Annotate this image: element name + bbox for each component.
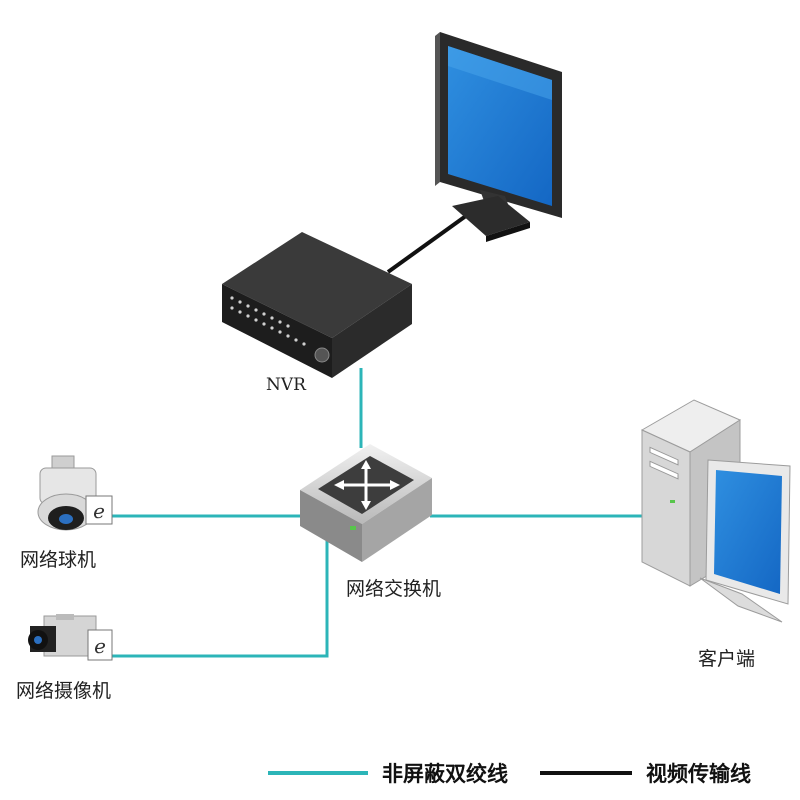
network-switch-icon — [300, 444, 432, 562]
dome-camera-label: 网络球机 — [20, 549, 97, 571]
legend-utp-label: 非屏蔽双绞线 — [382, 762, 508, 786]
video-cable-nvr-monitor — [386, 211, 472, 274]
utp-cable-box-camera-switch — [112, 540, 329, 658]
nvr-label: NVR — [266, 375, 306, 395]
monitor-icon — [435, 32, 562, 242]
legend-video: 视频传输线 — [540, 757, 751, 789]
box-camera-label: 网络摄像机 — [16, 680, 112, 702]
switch-label: 网络交换机 — [346, 578, 442, 600]
nvr-icon — [222, 232, 412, 378]
ie-logo-icon: e — [94, 634, 106, 658]
desktop-computer-icon — [640, 399, 791, 623]
connection-lines — [112, 211, 642, 658]
legend-utp: 非屏蔽双绞线 — [268, 757, 508, 789]
ie-logo-icon: e — [93, 499, 105, 523]
legend-utp-swatch — [268, 771, 368, 775]
box-camera-icon: e — [28, 614, 113, 661]
client-label: 客户端 — [698, 648, 756, 670]
legend-video-label: 视频传输线 — [646, 762, 751, 786]
legend-video-swatch — [540, 771, 632, 775]
dome-camera-icon: e — [37, 455, 113, 531]
